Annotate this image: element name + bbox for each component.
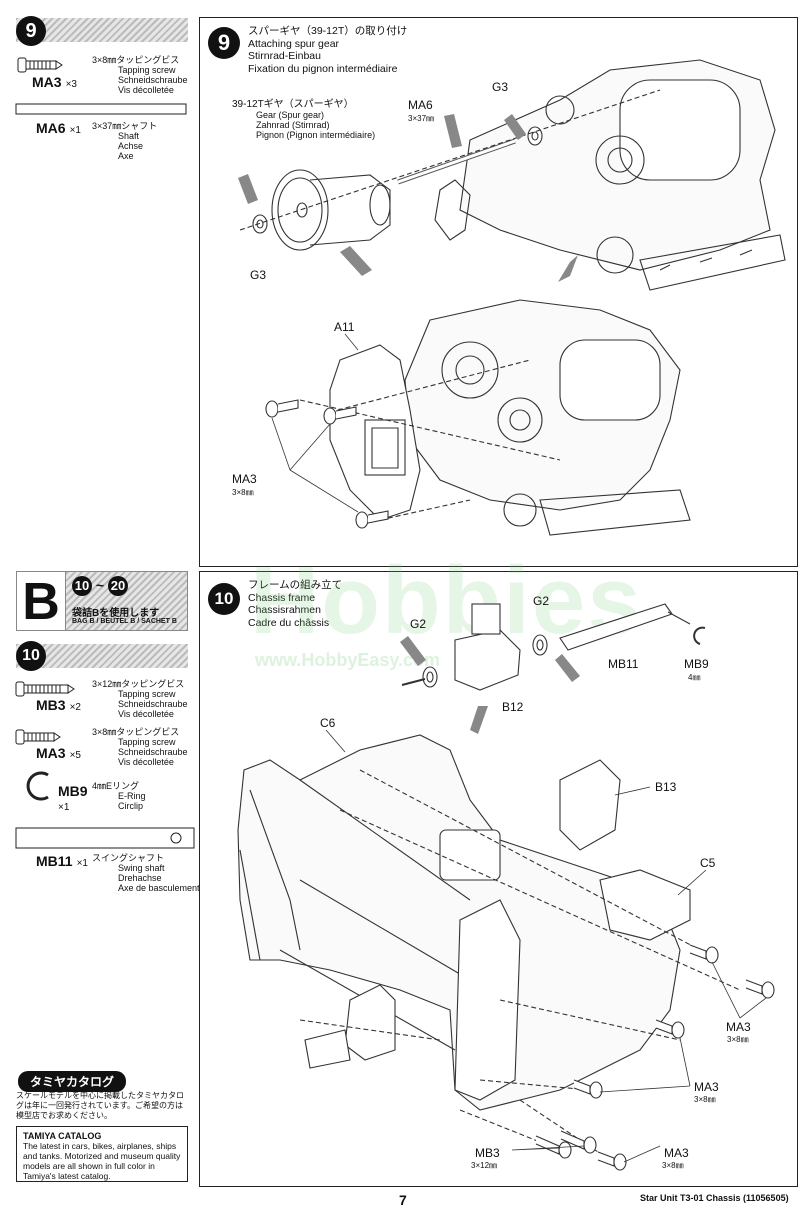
- step9-title: スパーギヤ（39-12T）の取り付け Attaching spur gear S…: [248, 25, 408, 75]
- label-mb3: MB3: [475, 1146, 500, 1160]
- step9-number: 9: [208, 27, 240, 59]
- part-ma3-b-code: MA3×5: [36, 745, 81, 761]
- label-b12: B12: [502, 700, 524, 714]
- label-ma6-size: 3×37㎜: [408, 114, 435, 123]
- label-ma3-a: MA3: [726, 1020, 751, 1034]
- label-mb9-size: 4㎜: [688, 673, 701, 682]
- label-ma3-size: 3×8㎜: [232, 488, 254, 497]
- bag-b-en: BAG B / BEUTEL B / SACHET B: [72, 618, 177, 625]
- footer-model: Star Unit T3-01 Chassis (11056505): [640, 1193, 789, 1203]
- label-g3-top: G3: [492, 80, 509, 94]
- part-mb11-code: MB11×1: [36, 853, 88, 869]
- part-ma6-code: MA6×1: [36, 120, 81, 136]
- part-mb11-desc: スイングシャフト Swing shaft Drehachse Axe de ba…: [92, 853, 200, 893]
- bag-b-range-end: 20: [107, 576, 128, 596]
- bag-b-jp: 袋詰Bを使用します: [72, 608, 160, 619]
- catalog-heading: タミヤカタログ: [18, 1071, 127, 1092]
- label-mb11: MB11: [608, 657, 639, 671]
- label-mb9: MB9: [684, 657, 709, 671]
- left-step10-number: 10: [16, 641, 46, 671]
- label-ma3-b: MA3: [694, 1080, 719, 1094]
- part-ma3-code: MA3×3: [32, 74, 77, 90]
- label-c6: C6: [320, 716, 336, 730]
- part-ma3-desc: 3×8㎜タッピングビス Tapping screw Schneidschraub…: [92, 55, 188, 95]
- bag-b-range-sep: ~: [95, 577, 105, 593]
- label-ma3-c: MA3: [664, 1146, 689, 1160]
- catalog-box: TAMIYA CATALOG The latest in cars, bikes…: [16, 1126, 188, 1182]
- label-g2-left: G2: [410, 617, 427, 631]
- label-b13: B13: [655, 780, 677, 794]
- label-g3-bottom: G3: [250, 268, 267, 282]
- label-c5: C5: [700, 856, 716, 870]
- catalog-jp-text: スケールモデルを中心に掲載したタミヤカタログは年に一回発行されています。ご希望の…: [16, 1091, 184, 1120]
- watermark-site: www.HobbyEasy.com: [255, 650, 441, 670]
- bag-b-range: 10 ~ 20: [72, 576, 128, 596]
- part-ma3-b-desc: 3×8㎜タッピングビス Tapping screw Schneidschraub…: [92, 727, 188, 767]
- label-a11: A11: [334, 320, 355, 334]
- part-mb3-code: MB3×2: [36, 697, 81, 713]
- label-ma3: MA3: [232, 472, 257, 486]
- step10-number: 10: [208, 583, 240, 615]
- catalog-en-title: TAMIYA CATALOG: [23, 1131, 102, 1141]
- part-mb9-desc: 4㎜Eリング E-Ring Circlip: [92, 781, 146, 811]
- part-mb3-desc: 3×12㎜タッピングビス Tapping screw Schneidschrau…: [92, 679, 188, 719]
- label-ma3-a-size: 3×8㎜: [727, 1035, 749, 1044]
- page-number: 7: [399, 1192, 407, 1208]
- label-ma3-c-size: 3×8㎜: [662, 1161, 684, 1170]
- part-mb9-code: MB9×1: [58, 783, 88, 813]
- step10-title: フレームの組み立て Chassis frame Chassisrahmen Ca…: [248, 579, 343, 629]
- bag-b-letter-box: B: [16, 571, 66, 631]
- spur-gear-label: 39-12Tギヤ（スパーギヤ） Gear (Spur gear) Zahnrad…: [232, 99, 376, 141]
- catalog-en-text: The latest in cars, bikes, airplanes, sh…: [23, 1141, 181, 1181]
- watermark: Hobbies: [250, 547, 643, 654]
- bag-b-range-start: 10: [72, 576, 92, 596]
- label-g2-right: G2: [533, 594, 550, 608]
- label-ma6: MA6: [408, 98, 433, 112]
- left-step9-number: 9: [16, 16, 46, 46]
- label-mb3-size: 3×12㎜: [471, 1161, 498, 1170]
- label-ma3-b-size: 3×8㎜: [694, 1095, 716, 1104]
- part-ma6-desc: 3×37㎜シャフト Shaft Achse Axe: [92, 121, 158, 161]
